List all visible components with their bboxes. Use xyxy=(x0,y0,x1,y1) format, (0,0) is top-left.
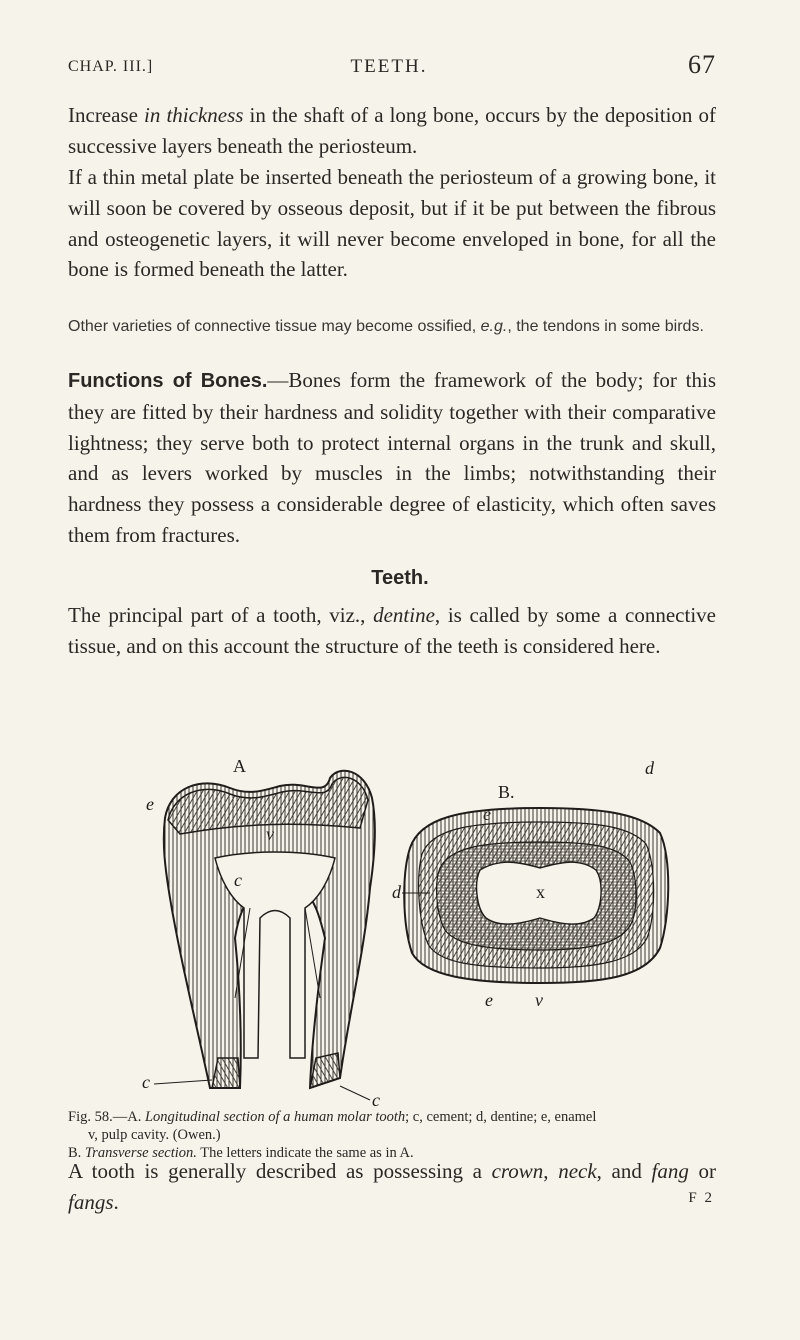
running-title: TEETH. xyxy=(350,56,428,77)
chapter-label: CHAP. III.] xyxy=(68,58,154,75)
label-b-x: x xyxy=(536,882,545,902)
paragraph-functions-of-bones: Functions of Bones.—Bones form the frame… xyxy=(68,365,716,551)
note-other-varieties: Other varieties of connective tissue may… xyxy=(68,316,716,338)
caption-line2: v, pulp cavity. (Owen.) xyxy=(88,1127,221,1143)
note-before: Other varieties of connective tissue may… xyxy=(68,318,481,335)
paragraph-metal-plate: If a thin metal plate be inserted beneat… xyxy=(68,165,716,282)
p1-italic: in thickness xyxy=(144,103,244,127)
caption-b-rest: The letters indicate the same as in A. xyxy=(196,1145,414,1161)
p5-end: . xyxy=(113,1189,119,1214)
functions-heading: Functions of Bones. xyxy=(68,370,268,392)
p5-sep1: , xyxy=(543,1159,559,1183)
caption-a-label: A. xyxy=(127,1109,145,1125)
label-a-c-inner: c xyxy=(234,870,242,890)
label-a-c-right: c xyxy=(372,1090,380,1108)
p5-fang: fang xyxy=(651,1159,689,1183)
paragraph-crown-neck-fang: A tooth is generally described as posses… xyxy=(68,1156,716,1218)
note-after: , the tendons in some birds. xyxy=(507,318,704,335)
p4-after: , is called by some a connective tissue,… xyxy=(68,603,716,658)
p5-neck: neck xyxy=(558,1159,597,1183)
p5-before: A tooth is generally described as posses… xyxy=(68,1159,492,1183)
paragraph-increase-thickness: Increase in thickness in the shaft of a … xyxy=(68,100,716,162)
p5-crown: crown xyxy=(491,1159,544,1183)
label-a: A xyxy=(233,758,246,776)
caption-fig: Fig. 58.— xyxy=(68,1109,128,1125)
paragraph-principal-part: The principal part of a tooth, viz., den… xyxy=(68,600,716,662)
p5-sep2: , and xyxy=(596,1159,652,1183)
tooth-figure: A e v c c c B. d e x d e v xyxy=(142,758,670,1108)
p4-before: The principal part of a tooth, viz., xyxy=(68,603,374,627)
p5-fangs: fangs xyxy=(68,1189,114,1214)
label-b: B. xyxy=(498,782,515,802)
label-b-v: v xyxy=(535,990,543,1010)
caption-a-rest: ; c, cement; d, dentine; e, enamel xyxy=(405,1109,597,1125)
functions-text: —Bones form the framework of the body; f… xyxy=(68,368,716,547)
label-b-e-bottom: e xyxy=(485,990,493,1010)
pointer-c-right xyxy=(339,1085,371,1101)
p1-rest: in the shaft of a long bone, occurs by t… xyxy=(68,103,716,158)
note-italic: e.g. xyxy=(480,318,508,335)
running-header: CHAP. III.] TEETH. 67 xyxy=(68,50,715,90)
label-a-e: e xyxy=(146,794,154,814)
caption-b-italic: Transverse section. xyxy=(84,1145,197,1161)
section-b-transverse: B. d e x d e v xyxy=(392,758,670,1010)
p4-italic: dentine xyxy=(373,603,435,627)
section-a-longitudinal: A e v c c c xyxy=(142,758,380,1108)
section-heading-teeth: Teeth. xyxy=(371,567,429,589)
label-b-d-left: d xyxy=(392,882,402,902)
signature-mark: F 2 xyxy=(688,1190,714,1206)
caption-b-label: B. xyxy=(68,1145,85,1161)
label-a-c-left: c xyxy=(142,1072,150,1092)
p5-sep3: or xyxy=(688,1159,717,1183)
label-a-v: v xyxy=(266,824,274,844)
figure-caption: Fig. 58.—A. Longitudinal section of a hu… xyxy=(68,1108,740,1162)
page-number: 67 xyxy=(688,50,716,79)
pointer-c-left xyxy=(153,1079,213,1085)
caption-a-italic: Longitudinal section of a human molar to… xyxy=(144,1109,406,1125)
label-b-d-top: d xyxy=(645,758,655,778)
p1-lead: Increase xyxy=(68,103,145,127)
